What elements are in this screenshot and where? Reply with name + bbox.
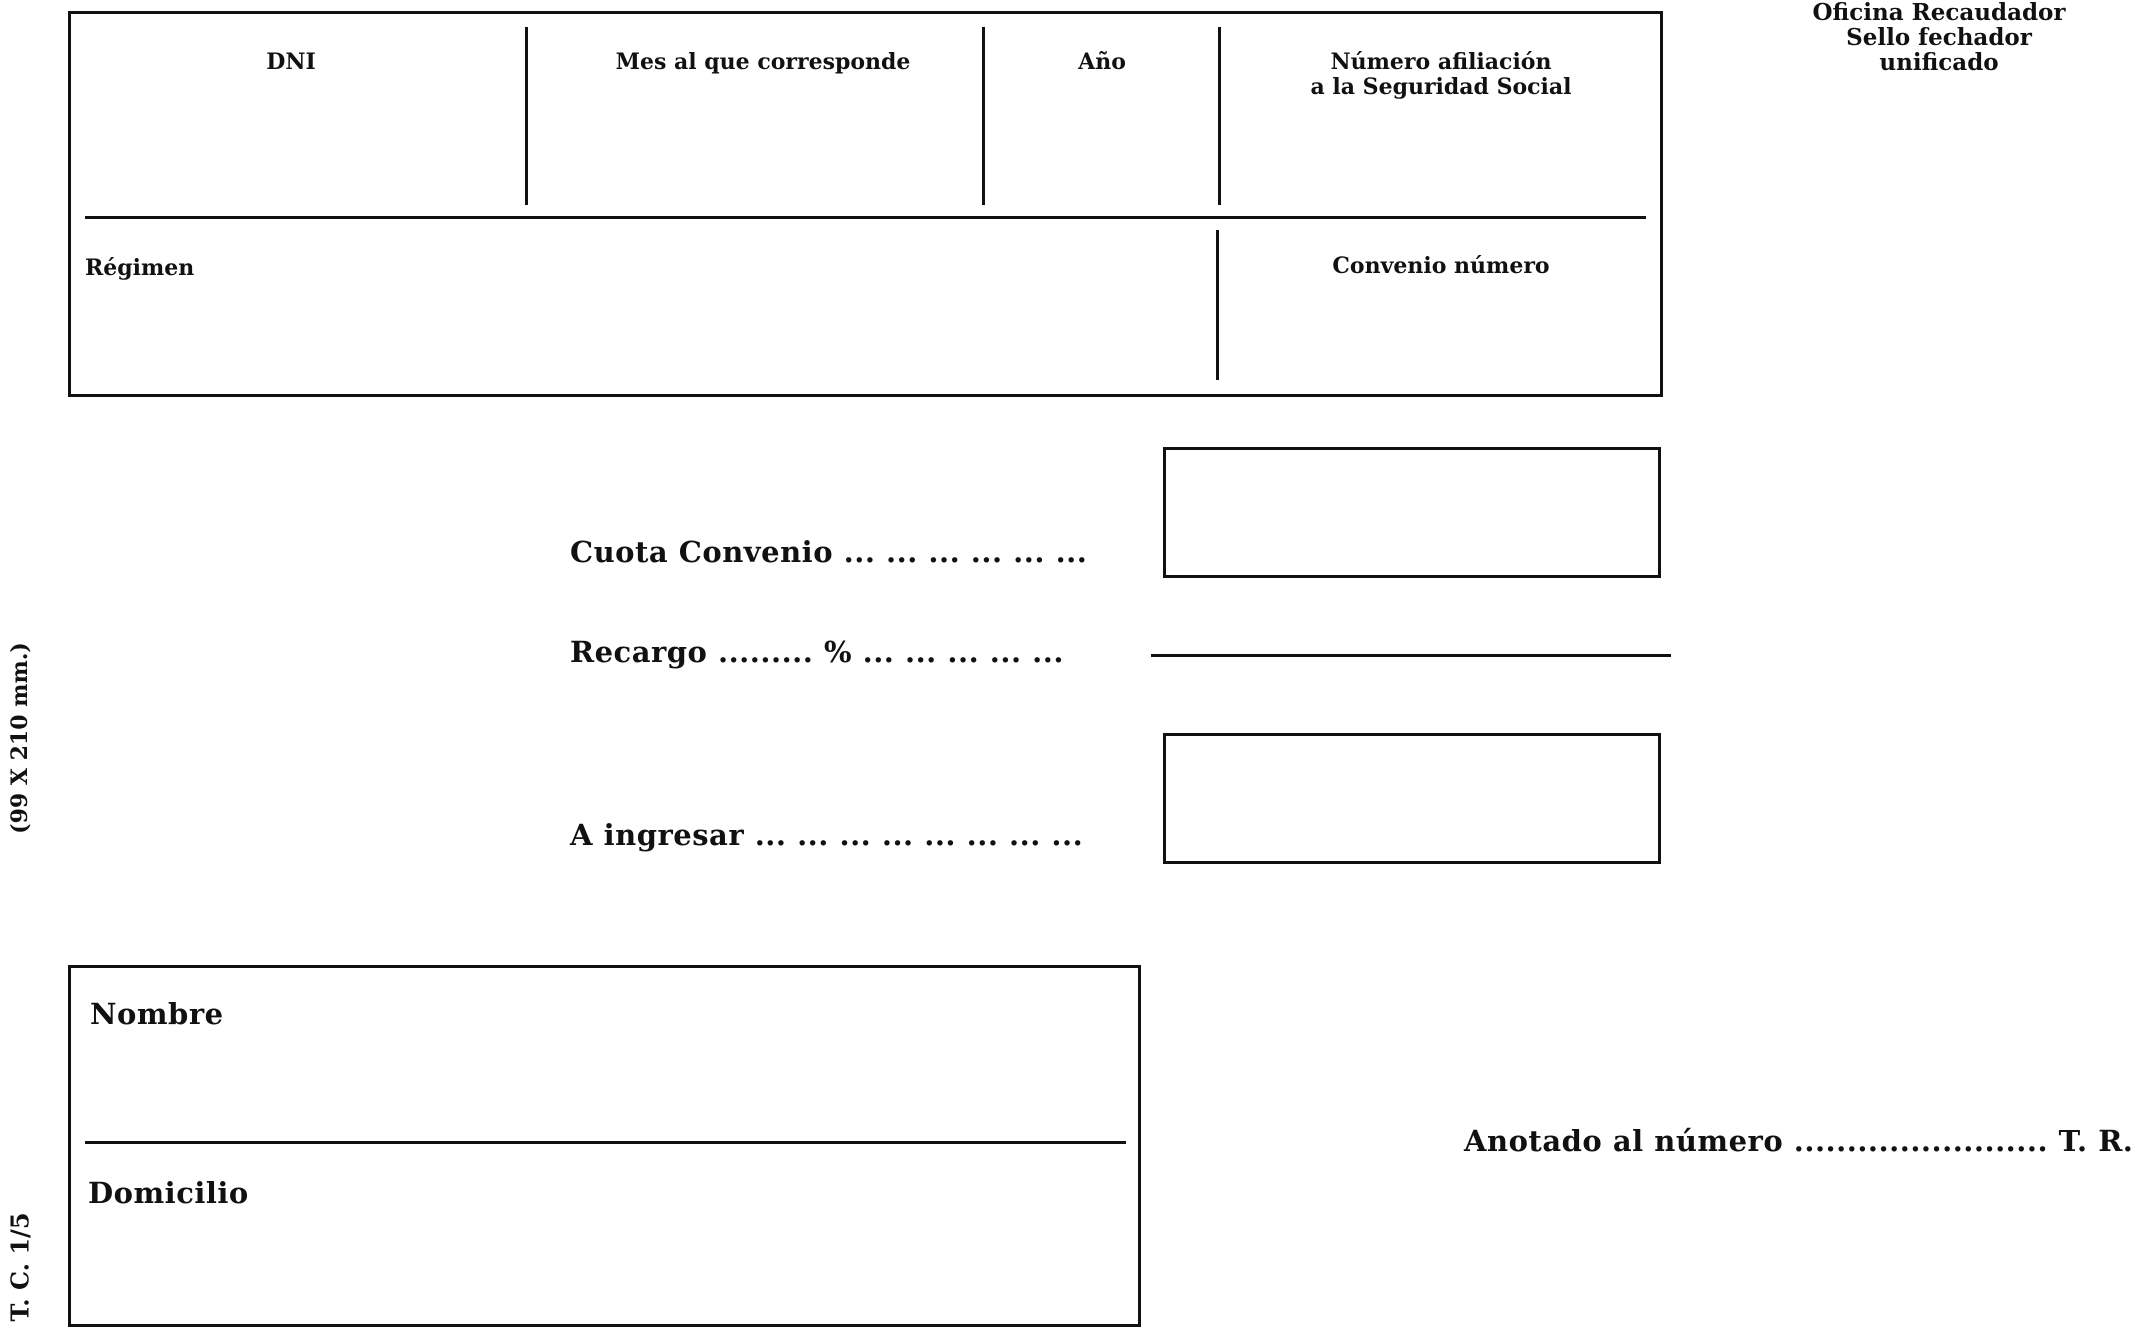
anotado-label: Anotado al número ......................… bbox=[1464, 1124, 2144, 1158]
size-note: (99 X 210 mm.) bbox=[7, 642, 33, 834]
recargo-label: Recargo ......... % ... ... ... ... ... bbox=[570, 635, 1064, 669]
domicilio-field-label: Domicilio bbox=[88, 1176, 249, 1210]
divider bbox=[1216, 230, 1219, 380]
affiliation-line: a la Seguridad Social bbox=[1310, 74, 1572, 100]
affiliation-field-label: Número afiliación a la Seguridad Social bbox=[1310, 50, 1571, 100]
year-field-label: Año bbox=[1078, 49, 1126, 75]
stamp-line: unificado bbox=[1879, 49, 1999, 76]
cuota-label: Cuota Convenio ... ... ... ... ... ... bbox=[570, 535, 1088, 569]
identification-box bbox=[68, 11, 1663, 397]
dni-field-label: DNI bbox=[266, 49, 316, 75]
divider bbox=[85, 1141, 1126, 1144]
recargo-line[interactable] bbox=[1151, 654, 1671, 657]
form-code: T. C. 1/5 bbox=[5, 1212, 35, 1322]
divider bbox=[525, 27, 528, 205]
nombre-field-label: Nombre bbox=[90, 997, 224, 1031]
divider bbox=[1218, 27, 1221, 205]
cuota-amount-box[interactable] bbox=[1163, 447, 1661, 578]
stamp-line: Sello fechador bbox=[1846, 24, 2032, 51]
ingresar-label: A ingresar ... ... ... ... ... ... ... .… bbox=[570, 818, 1084, 852]
month-field-label: Mes al que corresponde bbox=[615, 49, 911, 75]
affiliation-line: Número afiliación bbox=[1330, 49, 1552, 75]
ingresar-amount-box[interactable] bbox=[1163, 733, 1661, 864]
stamp-header: Oficina Recaudador Sello fechador unific… bbox=[1812, 0, 2065, 75]
divider bbox=[85, 216, 1646, 219]
person-box bbox=[68, 965, 1141, 1327]
regimen-field-label: Régimen bbox=[85, 255, 195, 281]
divider bbox=[982, 27, 985, 205]
stamp-line: Oficina Recaudador bbox=[1812, 0, 2066, 26]
convenio-field-label: Convenio número bbox=[1332, 253, 1550, 279]
